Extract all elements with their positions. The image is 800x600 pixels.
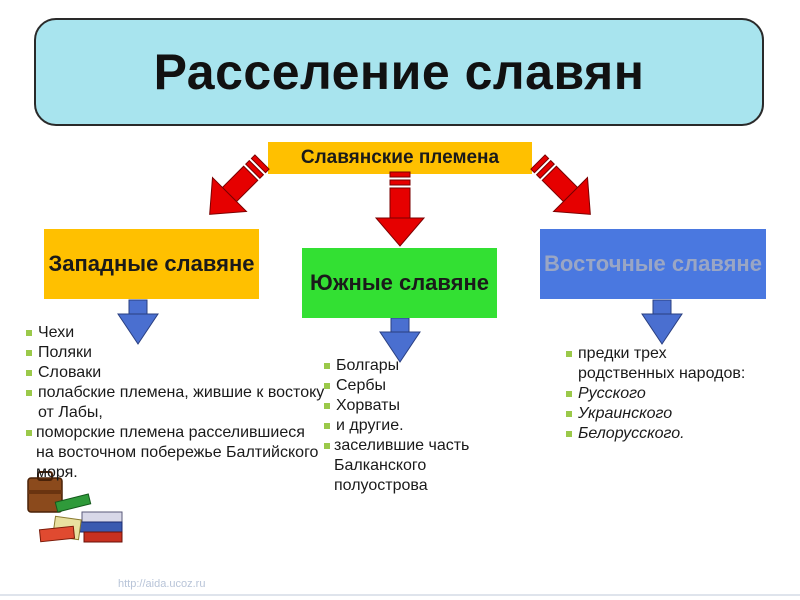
tribes-label: Славянские племена (300, 147, 500, 168)
red-arrow-icon-left (192, 144, 280, 232)
list-item: Хорваты (324, 396, 514, 416)
list-item: Украинского (566, 404, 756, 424)
list-item: Сербы (324, 376, 514, 396)
east-slavs-list: предки трех родственных народов: Русског… (566, 344, 756, 444)
list-item: поморские племена расселившиеся на восто… (26, 423, 326, 483)
briefcase-icon (27, 471, 63, 513)
list-item: Поляки (26, 343, 326, 363)
south-slavs-list: Болгары Сербы Хорваты и другие. заселивш… (324, 356, 514, 496)
red-arrow-icon-right (520, 144, 608, 232)
books-icon (27, 471, 123, 543)
list-item: и другие. (324, 416, 514, 436)
bottom-divider (0, 594, 800, 596)
west-slavs-list: Чехи Поляки Словаки полабские племена, ж… (26, 323, 326, 483)
list-item: заселившие часть Балканского полуострова (324, 436, 514, 496)
south-slavs-box: Южные славяне (302, 248, 497, 318)
list-item: Словаки (26, 363, 326, 383)
tribes-header: Славянские племена (268, 142, 532, 174)
blue-arrow-icon-east (641, 299, 683, 345)
page-title: Расселение славян (153, 44, 645, 100)
red-arrow-icon-center (375, 171, 425, 247)
list-item: Белорусского. (566, 424, 756, 444)
list-item: полабские племена, жившие к востоку от Л… (26, 383, 326, 423)
title-banner: Расселение славян (34, 18, 764, 126)
list-item: предки трех родственных народов: (566, 344, 756, 384)
list-item: Русского (566, 384, 756, 404)
west-slavs-box: Западные славяне (44, 229, 259, 299)
watermark: http://aida.ucoz.ru (118, 578, 206, 590)
list-item: Чехи (26, 323, 326, 343)
list-item: Болгары (324, 356, 514, 376)
east-slavs-box: Восточные славяне (540, 229, 766, 299)
